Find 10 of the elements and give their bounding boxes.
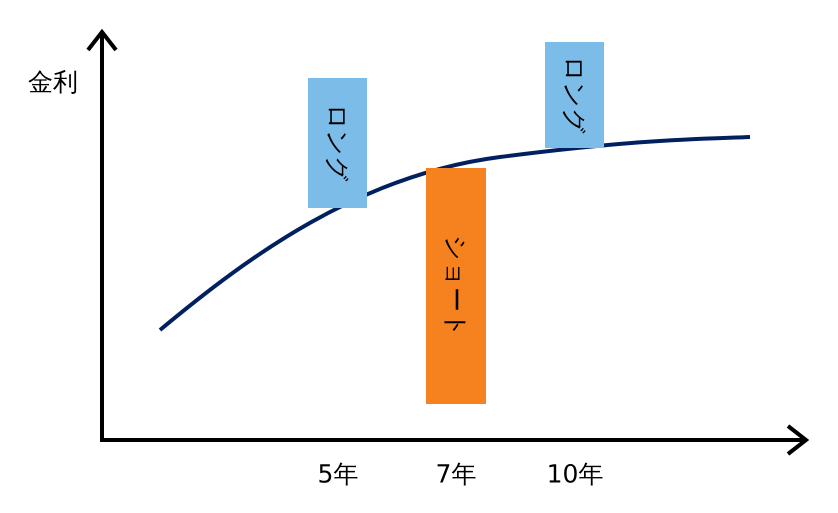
tick-label: 10年 — [546, 458, 604, 490]
box-label: ロング — [559, 56, 590, 134]
axis-title: 金利 — [28, 66, 78, 98]
box-label: ショート — [440, 234, 472, 338]
term-box — [426, 168, 486, 404]
term-box — [545, 42, 604, 148]
term-box — [308, 78, 367, 208]
box-label: ロング — [322, 104, 353, 182]
tick-label: 5年 — [318, 458, 358, 490]
tick-label: 7年 — [436, 458, 476, 490]
